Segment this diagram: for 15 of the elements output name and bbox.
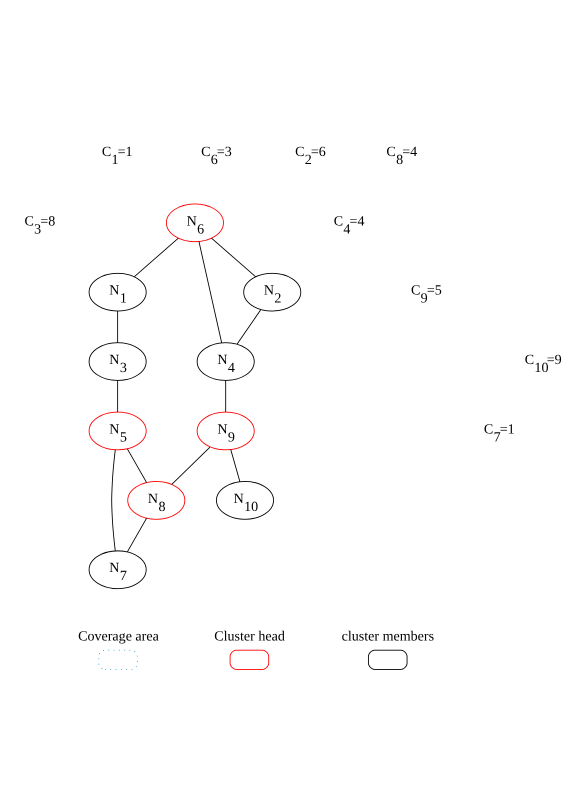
connector — [126, 518, 147, 552]
legend-label: Coverage area — [78, 628, 159, 644]
connector — [117, 310, 118, 343]
connector — [111, 450, 116, 552]
connector — [134, 238, 179, 278]
legend-label: Cluster head — [214, 628, 285, 644]
connector — [236, 309, 262, 345]
connector — [117, 380, 118, 412]
connector — [230, 449, 240, 482]
connector — [198, 241, 222, 344]
connector — [225, 380, 226, 412]
legend-label: cluster members — [342, 628, 434, 644]
connector — [171, 446, 210, 485]
connector — [126, 448, 147, 483]
connector — [211, 238, 256, 278]
